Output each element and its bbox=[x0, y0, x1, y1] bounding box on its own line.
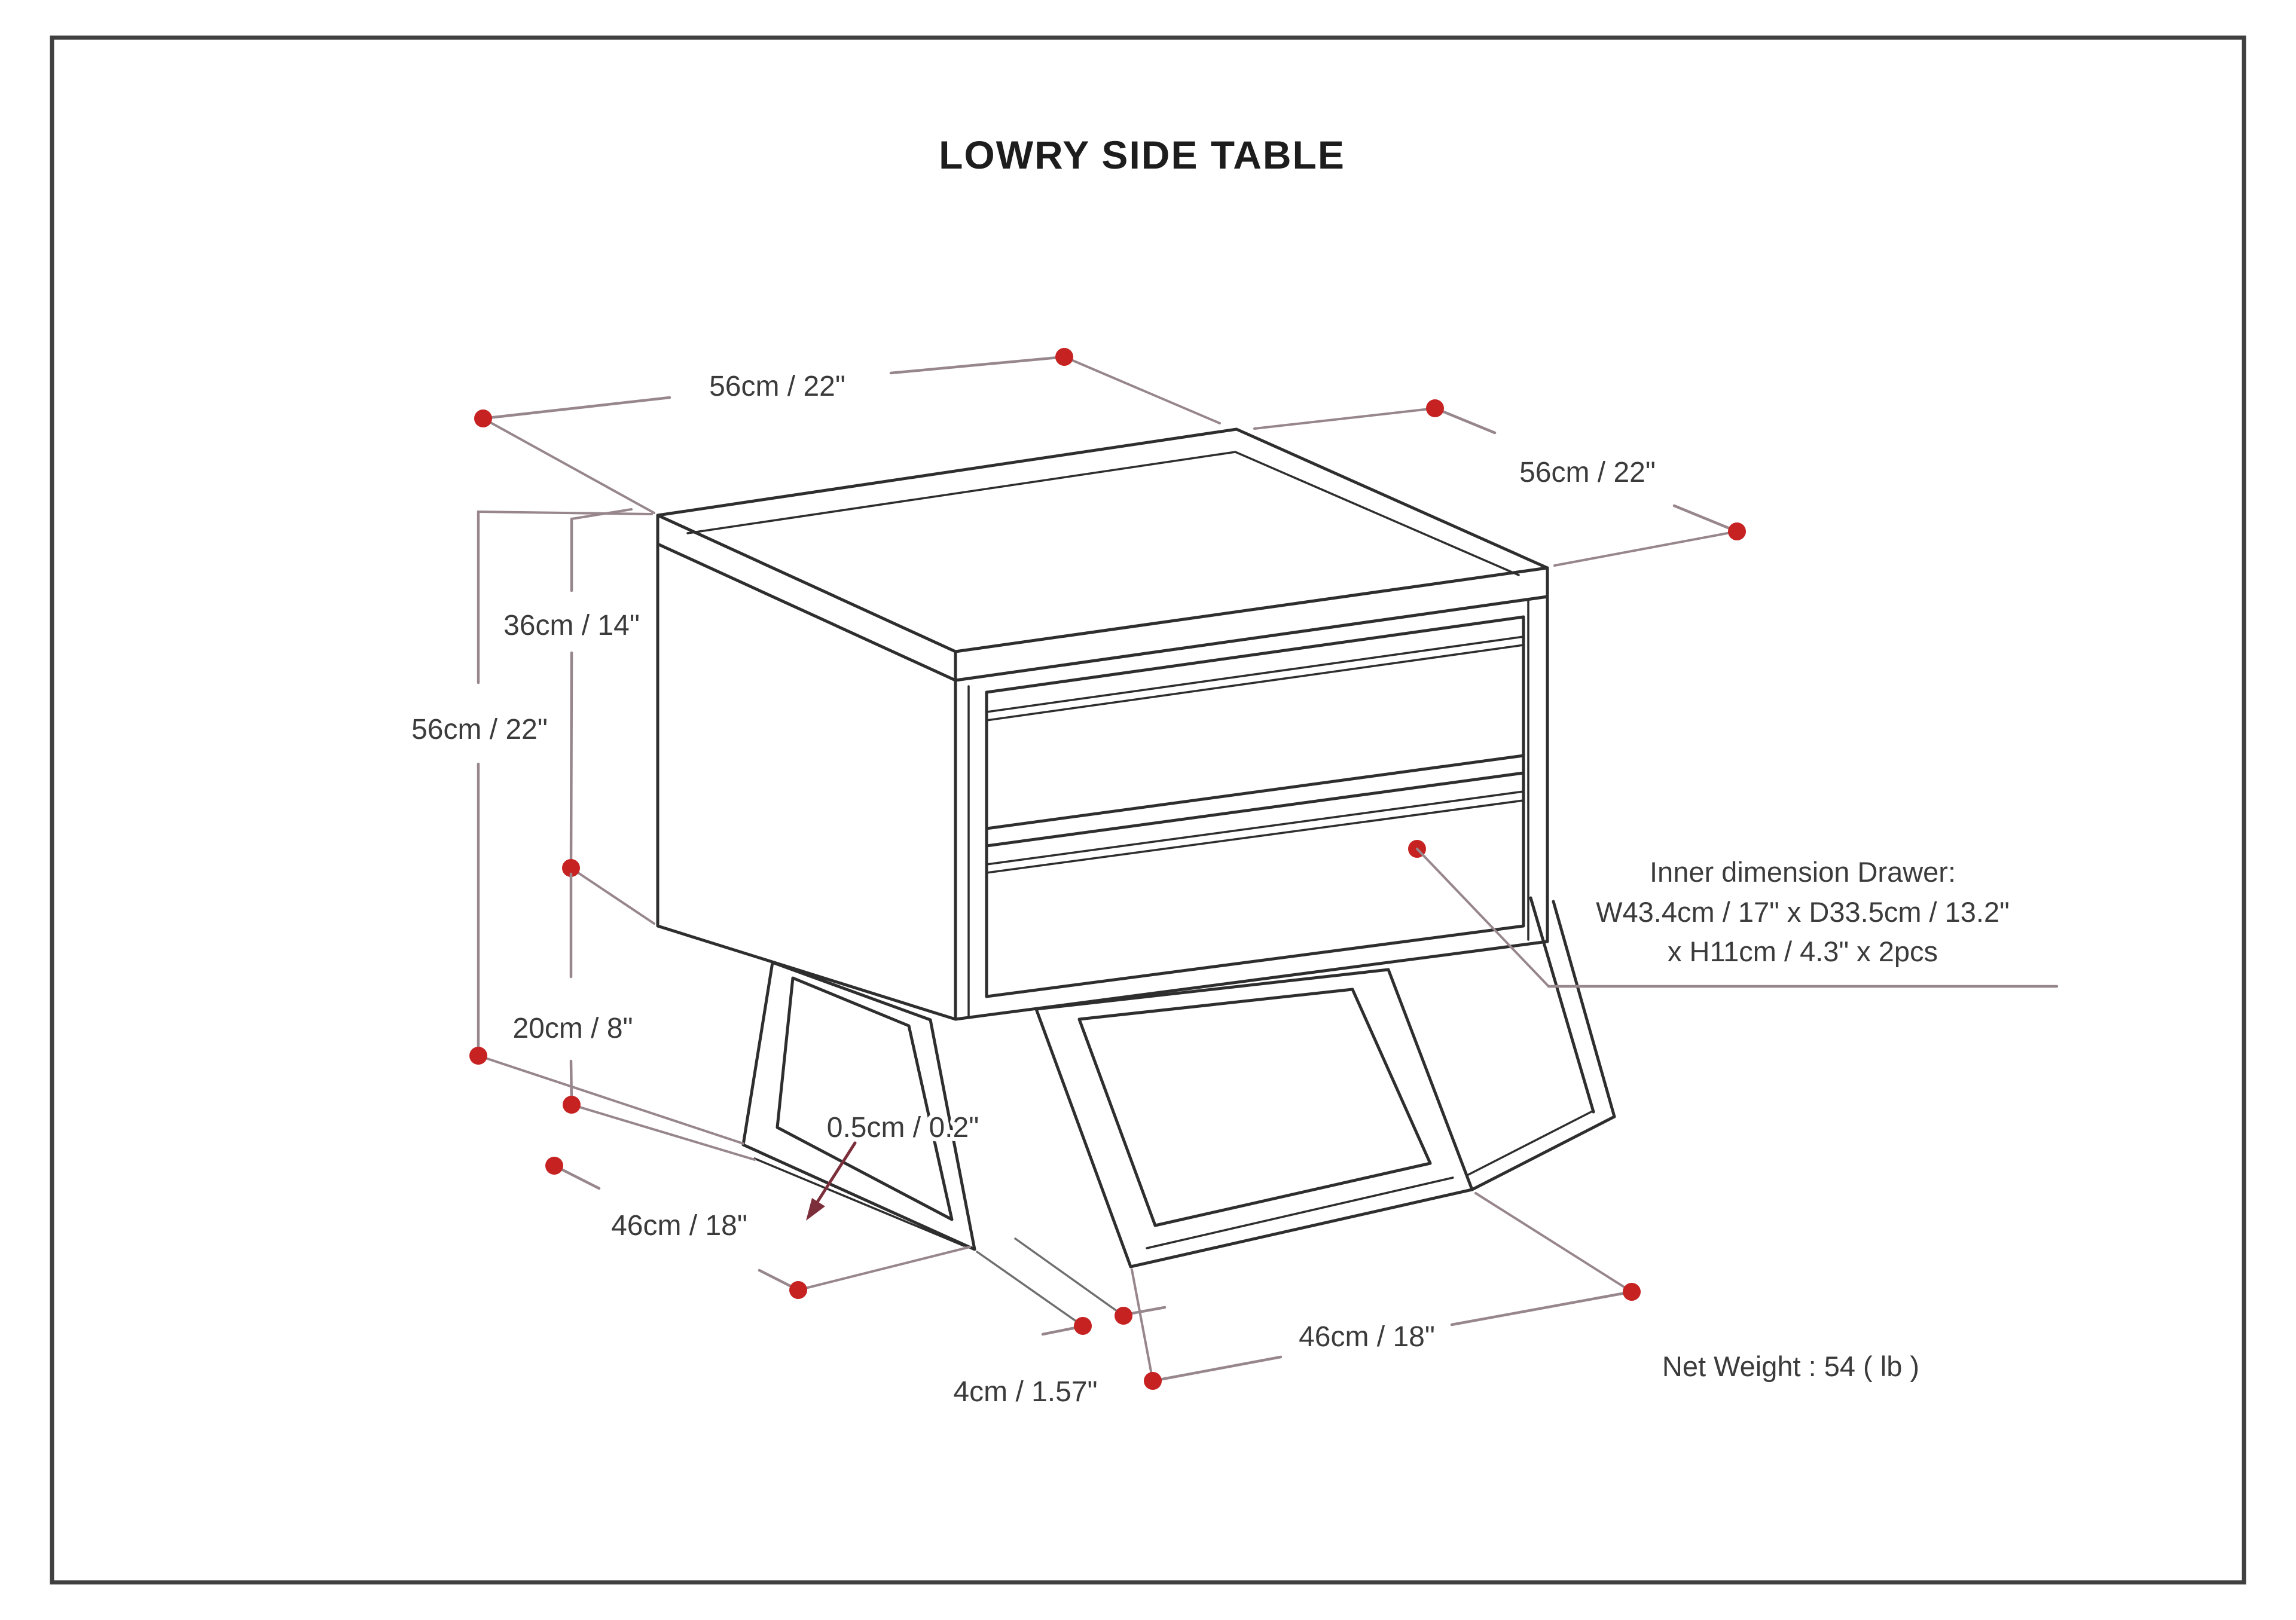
dim-dot bbox=[545, 1157, 563, 1175]
dim-dot bbox=[1074, 1317, 1092, 1335]
dim-top-width: 56cm / 22" bbox=[1253, 399, 1746, 567]
drawer2-bottom-edge bbox=[985, 924, 1525, 998]
back-right-leg-blade-inner bbox=[1552, 900, 1616, 1118]
dim-label-foot-width: 4cm / 1.57" bbox=[953, 1376, 1097, 1408]
net-weight-label: Net Weight : 54 ( lb ) bbox=[1662, 1350, 1919, 1382]
drawer-note-line1: Inner dimension Drawer: bbox=[1650, 856, 1956, 888]
dim-label-top-depth: 56cm / 22" bbox=[709, 371, 845, 402]
page-title: LOWRY SIDE TABLE bbox=[939, 133, 1345, 177]
dim-dot bbox=[562, 859, 580, 877]
front-right-leg bbox=[1034, 968, 1474, 1269]
dim-label-total-height: 56cm / 22" bbox=[411, 714, 548, 745]
drawer-note-line3: x H11cm / 4.3" x 2pcs bbox=[1668, 936, 1938, 967]
dim-runner-plate: 0.5cm / 0.2" bbox=[806, 1108, 983, 1221]
drawer-fronts bbox=[967, 598, 1529, 1019]
dim-label-leg-height: 20cm / 8" bbox=[512, 1013, 633, 1044]
dim-dot bbox=[563, 1096, 581, 1114]
dim-dot bbox=[1426, 399, 1444, 417]
page-border bbox=[50, 35, 2246, 1585]
front-right-leg-runner-plate bbox=[1146, 1176, 1454, 1249]
dim-label-top-width: 56cm / 22" bbox=[1519, 457, 1656, 488]
drawer2-pull-groove-b bbox=[985, 799, 1525, 874]
dim-dot bbox=[1728, 522, 1746, 540]
drawer1-pull-groove-b bbox=[985, 644, 1525, 722]
dim-dot bbox=[474, 409, 492, 427]
drawer1-bottom-edge bbox=[985, 754, 1525, 830]
dim-label-runner-plate: 0.5cm / 0.2" bbox=[827, 1112, 979, 1144]
back-right-leg-runner-a bbox=[1470, 1115, 1616, 1191]
back-right-leg-runner-b bbox=[1464, 1109, 1595, 1178]
dim-dot bbox=[1115, 1307, 1132, 1325]
dim-total-height: 56cm / 22" bbox=[407, 510, 744, 1145]
dim-label-base-depth: 46cm / 18" bbox=[611, 1210, 747, 1242]
side-table-drawing bbox=[656, 427, 1616, 1269]
tabletop-inner-rim bbox=[686, 451, 1520, 576]
dim-label-base-width: 46cm / 18" bbox=[1299, 1321, 1435, 1353]
drawer-inner-dimension-callout: Inner dimension Drawer: W43.4cm / 17" x … bbox=[1408, 840, 2059, 988]
front-left-leg bbox=[741, 961, 976, 1251]
dim-dot bbox=[1623, 1283, 1641, 1301]
dim-dot bbox=[1055, 348, 1073, 366]
front-left-leg-runner-plate bbox=[753, 1157, 965, 1247]
dim-dot bbox=[1144, 1372, 1162, 1390]
dim-base-width: 46cm / 18" bbox=[1131, 1192, 1641, 1390]
back-right-leg-blade-outer bbox=[1529, 896, 1595, 1114]
dim-foot-width: 4cm / 1.57" bbox=[949, 1237, 1167, 1412]
dim-top-depth: 56cm / 22" bbox=[474, 348, 1221, 514]
dim-dot bbox=[789, 1281, 807, 1299]
dim-base-depth: 46cm / 18" bbox=[545, 1157, 971, 1299]
tabletop-right-thickness bbox=[954, 566, 1549, 682]
dim-leg-height: 20cm / 8" bbox=[508, 872, 756, 1161]
drawer2-top-edge bbox=[985, 771, 1525, 848]
drawer2-pull-groove-a bbox=[985, 790, 1525, 866]
drawer1-top-edge bbox=[985, 615, 1525, 694]
drawer-note-line2: W43.4cm / 17" x D33.5cm / 13.2" bbox=[1596, 896, 2010, 928]
arrow-head-icon bbox=[806, 1198, 825, 1221]
legs bbox=[741, 896, 1616, 1269]
dim-label-body-height: 36cm / 14" bbox=[503, 610, 640, 641]
drawer1-pull-groove-a bbox=[985, 635, 1525, 713]
dim-body-height: 36cm / 14" bbox=[499, 508, 655, 925]
dim-dot bbox=[469, 1047, 487, 1065]
